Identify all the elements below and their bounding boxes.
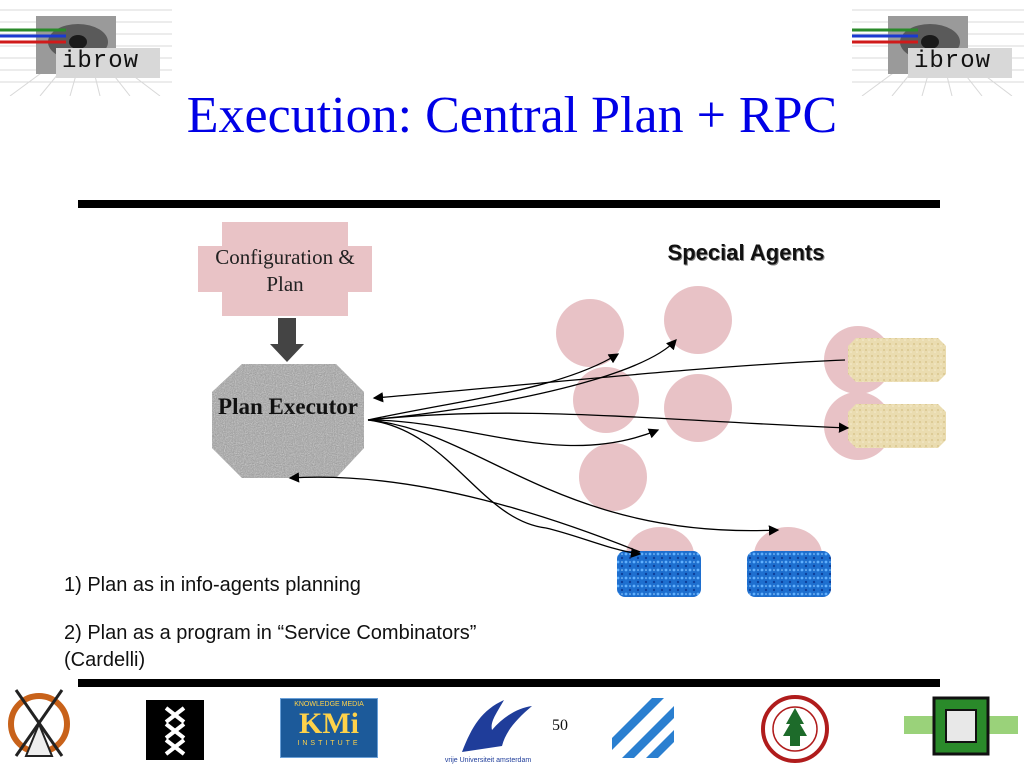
special-agent-circle [664, 374, 732, 442]
uva-crosses-icon [164, 706, 186, 756]
config-plan-box [198, 222, 372, 316]
kmi-logo-bottom: INSTITUTE [297, 740, 361, 747]
slide-title: Execution: Central Plan + RPC [186, 87, 838, 144]
green-square-logo-icon [904, 696, 1018, 756]
ibrow-logo-graphic [0, 9, 172, 96]
rpc-arrow [367, 412, 850, 433]
rpc-arrow [367, 419, 780, 536]
special-agent-circle [556, 299, 624, 367]
windmill-logo-icon [8, 689, 70, 757]
top-divider [78, 200, 940, 208]
bottom-divider [78, 679, 940, 687]
ibrow-logo-right: ibrow [852, 0, 1024, 96]
ibrow-logo-graphic [852, 9, 1024, 96]
config-plan-label: Configuration & Plan [215, 245, 355, 296]
special-agent-circle [579, 443, 647, 511]
special-agent-circle [664, 286, 732, 354]
wrapper-block-yellow [848, 404, 946, 448]
down-arrow-icon [270, 318, 304, 362]
rpc-arrows [288, 339, 850, 558]
stanford-seal-icon [761, 695, 829, 763]
ibrow-logo-text: ibrow [62, 48, 140, 75]
plan-executor-octagon [212, 364, 364, 478]
rpc-arrow [367, 419, 642, 558]
kmi-logo-main: KMi [299, 707, 359, 740]
plan-executor-label: Plan Executor [218, 394, 358, 419]
rpc-arrow [367, 339, 677, 421]
note-2: 2) Plan as a program in “Service Combina… [64, 622, 477, 671]
rpc-arrow [367, 419, 660, 447]
vu-griffin-icon [462, 700, 532, 752]
rpc-arrow [367, 353, 620, 421]
page-number: 50 [552, 717, 568, 734]
note-1: 1) Plan as in info-agents planning [64, 574, 361, 596]
wrapper-block-yellow [848, 338, 946, 382]
rpc-arrow [288, 472, 641, 553]
rpc-arrow [372, 359, 846, 403]
kmi-logo: KNOWLEDGE MEDIA KMi INSTITUTE [280, 698, 378, 758]
kmi-logo-top: KNOWLEDGE MEDIA [294, 701, 364, 708]
stripes-logo-icon [612, 698, 674, 758]
ibrow-logo-left: ibrow [0, 0, 172, 96]
uva-logo-icon [146, 700, 204, 760]
vu-logo-text: vrije Universiteit amsterdam [444, 757, 532, 764]
ibrow-logo-text: ibrow [914, 48, 992, 75]
wrapper-block-blue [617, 551, 701, 597]
vu-logo: vrije Universiteit amsterdam [432, 696, 544, 766]
wrapper-block-blue [747, 551, 831, 597]
special-agents-label: Special Agents [667, 240, 825, 265]
